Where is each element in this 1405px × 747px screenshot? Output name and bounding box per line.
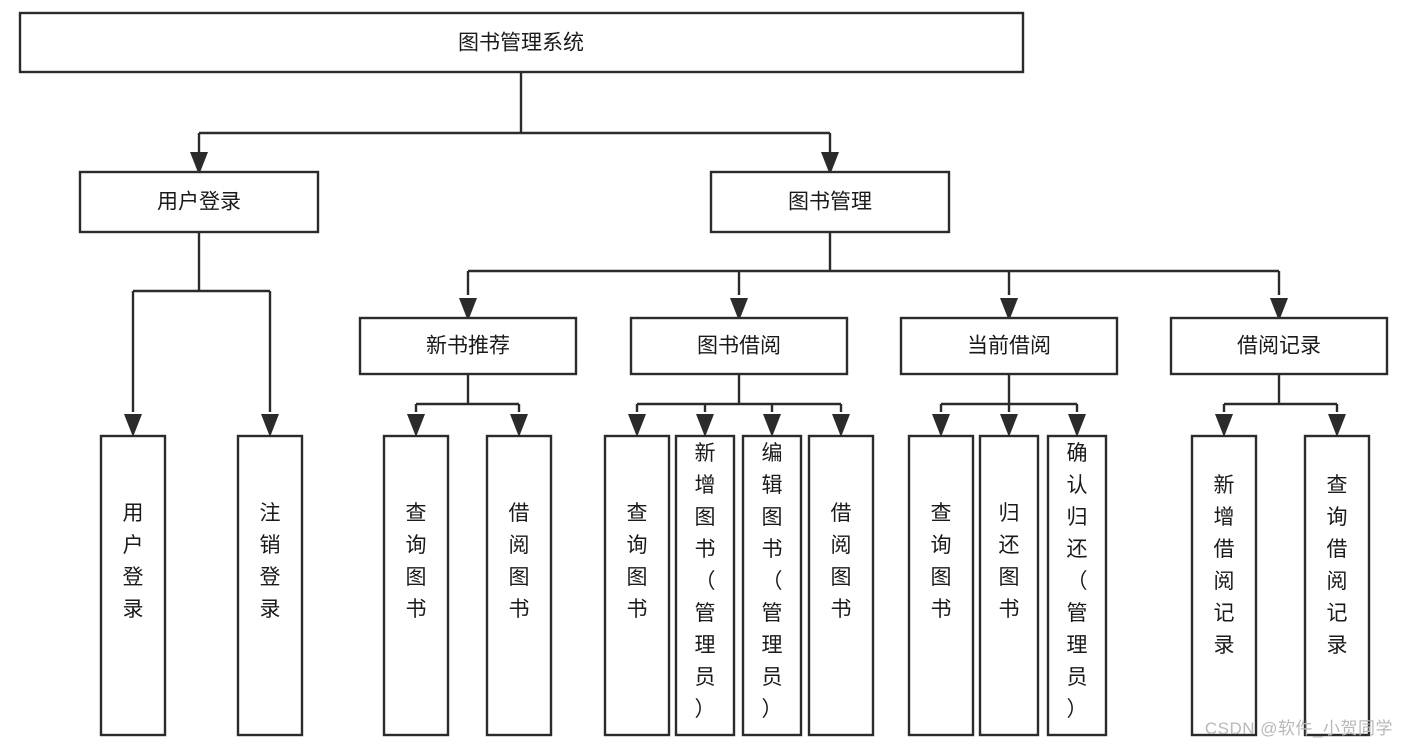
node-leaf-borrow-book-1-label: 借阅图书 — [509, 502, 530, 621]
node-leaf-borrow-book-2-label: 借阅图书 — [831, 502, 852, 621]
node-book-borrow-box[interactable] — [629, 316, 849, 376]
node-leaf-add-book-admin[interactable]: 新增图书（管理员） — [674, 434, 736, 737]
node-leaf-return-book-label: 归还图书 — [999, 502, 1020, 621]
arrow-leaf-add-book-admin — [696, 414, 714, 437]
node-user-login[interactable]: 用户登录 — [78, 170, 320, 234]
node-leaf-return-book[interactable]: 归还图书 — [978, 434, 1040, 737]
node-leaf-query-book-2-label: 查询图书 — [627, 502, 648, 621]
node-leaf-logout-login-label: 注销登录 — [260, 502, 281, 621]
node-new-book-recommend-label: 新书推荐 — [426, 335, 510, 358]
node-leaf-query-book-3[interactable]: 查询图书 — [907, 434, 975, 737]
arrow-leaf-borrow-book-1 — [510, 414, 528, 437]
node-book-borrow-label: 图书借阅 — [697, 335, 781, 358]
node-leaf-add-borrow-record[interactable]: 新增借阅记录 — [1190, 434, 1258, 737]
node-root-label: 图书管理系统 — [458, 32, 584, 55]
arrow-leaf-query-borrow-record — [1328, 414, 1346, 437]
arrow-leaf-borrow-book-2 — [832, 414, 850, 437]
arrow-leaf-query-book-2 — [628, 414, 646, 437]
connector-layer — [124, 72, 1346, 437]
node-leaf-query-book-1-box[interactable] — [382, 434, 450, 737]
node-leaf-confirm-return-admin-box[interactable] — [1046, 434, 1108, 737]
node-leaf-return-book-box[interactable] — [978, 434, 1040, 737]
node-leaf-edit-book-admin[interactable]: 编辑图书（管理员） — [741, 434, 803, 737]
node-leaf-user-login[interactable]: 用户登录 — [99, 434, 167, 737]
node-leaf-edit-book-admin-label: 编辑图书（管理员） — [762, 442, 783, 721]
node-leaf-query-borrow-record-box[interactable] — [1303, 434, 1371, 737]
node-leaf-add-borrow-record-label: 新增借阅记录 — [1214, 474, 1235, 657]
node-leaf-query-book-1[interactable]: 查询图书 — [382, 434, 450, 737]
arrow-leaf-query-book-3 — [932, 414, 950, 437]
node-leaf-borrow-book-1-box[interactable] — [485, 434, 553, 737]
node-book-manage[interactable]: 图书管理 — [709, 170, 951, 234]
node-current-borrow[interactable]: 当前借阅 — [899, 316, 1119, 376]
arrow-leaf-confirm-return-admin — [1068, 414, 1086, 437]
arrow-leaf-query-book-1 — [407, 414, 425, 437]
node-borrow-record-box[interactable] — [1169, 316, 1389, 376]
node-leaf-borrow-book-2[interactable]: 借阅图书 — [807, 434, 875, 737]
arrow-leaf-return-book — [1000, 414, 1018, 437]
node-current-borrow-box[interactable] — [899, 316, 1119, 376]
node-leaf-borrow-book-1[interactable]: 借阅图书 — [485, 434, 553, 737]
csdn-watermark: CSDN @软件_小贺同学 — [1204, 719, 1393, 738]
node-borrow-record[interactable]: 借阅记录 — [1169, 316, 1389, 376]
node-book-manage-box[interactable] — [709, 170, 951, 234]
node-root-box[interactable] — [18, 11, 1025, 74]
node-book-borrow[interactable]: 图书借阅 — [629, 316, 849, 376]
node-book-manage-label: 图书管理 — [788, 191, 872, 214]
node-user-login-box[interactable] — [78, 170, 320, 234]
node-leaf-query-book-1-label: 查询图书 — [406, 502, 427, 621]
arrow-leaf-add-borrow-record — [1215, 414, 1233, 437]
node-leaf-confirm-return-admin-label: 确认归还（管理员） — [1067, 442, 1088, 721]
node-leaf-query-borrow-record-label: 查询借阅记录 — [1327, 474, 1348, 657]
node-leaf-add-book-admin-label: 新增图书（管理员） — [695, 442, 716, 721]
node-leaf-query-book-3-box[interactable] — [907, 434, 975, 737]
node-leaf-user-login-label: 用户登录 — [123, 502, 144, 621]
node-leaf-user-login-box[interactable] — [99, 434, 167, 737]
node-leaf-query-borrow-record[interactable]: 查询借阅记录 — [1303, 434, 1371, 737]
arrow-leaf-edit-book-admin — [763, 414, 781, 437]
node-leaf-logout-login[interactable]: 注销登录 — [236, 434, 304, 737]
node-new-book-recommend-box[interactable] — [358, 316, 578, 376]
node-user-login-label: 用户登录 — [157, 191, 241, 214]
node-leaf-query-book-2[interactable]: 查询图书 — [603, 434, 671, 737]
arrow-leaf-user-login — [124, 414, 142, 437]
node-leaf-query-book-2-box[interactable] — [603, 434, 671, 737]
node-leaf-add-book-admin-box[interactable] — [674, 434, 736, 737]
node-leaf-confirm-return-admin[interactable]: 确认归还（管理员） — [1046, 434, 1108, 737]
arrow-leaf-logout-login — [261, 414, 279, 437]
node-leaf-edit-book-admin-box[interactable] — [741, 434, 803, 737]
node-leaf-query-book-3-label: 查询图书 — [931, 502, 952, 621]
node-borrow-record-label: 借阅记录 — [1237, 335, 1321, 358]
node-leaf-borrow-book-2-box[interactable] — [807, 434, 875, 737]
node-root[interactable]: 图书管理系统 — [18, 11, 1025, 74]
node-new-book-recommend[interactable]: 新书推荐 — [358, 316, 578, 376]
node-leaf-logout-login-box[interactable] — [236, 434, 304, 737]
node-current-borrow-label: 当前借阅 — [967, 335, 1051, 358]
node-leaf-add-borrow-record-box[interactable] — [1190, 434, 1258, 737]
